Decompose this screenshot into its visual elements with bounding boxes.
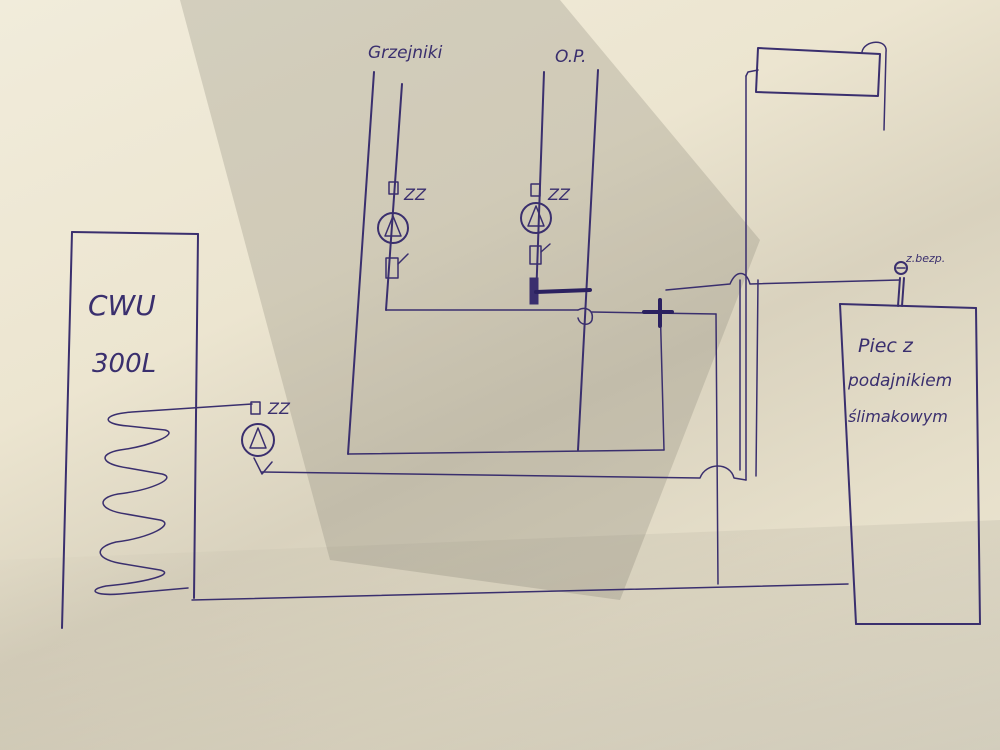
tank-pump-label: ZZ xyxy=(267,399,291,418)
boiler-label-line1: Piec z xyxy=(858,335,914,357)
safety-valve-label: z.bezp. xyxy=(905,252,945,265)
floor-heating-circuit xyxy=(535,69,599,451)
radiator-pump xyxy=(377,181,409,279)
cwu-tank xyxy=(61,231,849,629)
radiator-circuit xyxy=(347,71,665,455)
tank-volume-label: 300L xyxy=(92,349,156,379)
tank-loop-pipe xyxy=(261,465,747,481)
boiler-label-line2: podajnikiem xyxy=(847,371,952,391)
floor-pump xyxy=(520,183,592,305)
safety-valve-icon xyxy=(894,261,908,275)
main-pipes xyxy=(591,75,901,585)
floor-pump-label: ZZ xyxy=(547,185,571,204)
tank-coil xyxy=(94,403,253,596)
boiler xyxy=(839,277,981,625)
expansion-tank xyxy=(745,41,887,131)
tank-pump xyxy=(241,401,275,475)
floor-heating-label: O.P. xyxy=(555,47,586,67)
radiators-label: Grzejniki xyxy=(368,43,443,63)
radiator-pump-label: ZZ xyxy=(403,185,427,204)
boiler-label-line3: ślimakowym xyxy=(848,407,948,426)
tank-name-label: CWU xyxy=(88,289,156,322)
